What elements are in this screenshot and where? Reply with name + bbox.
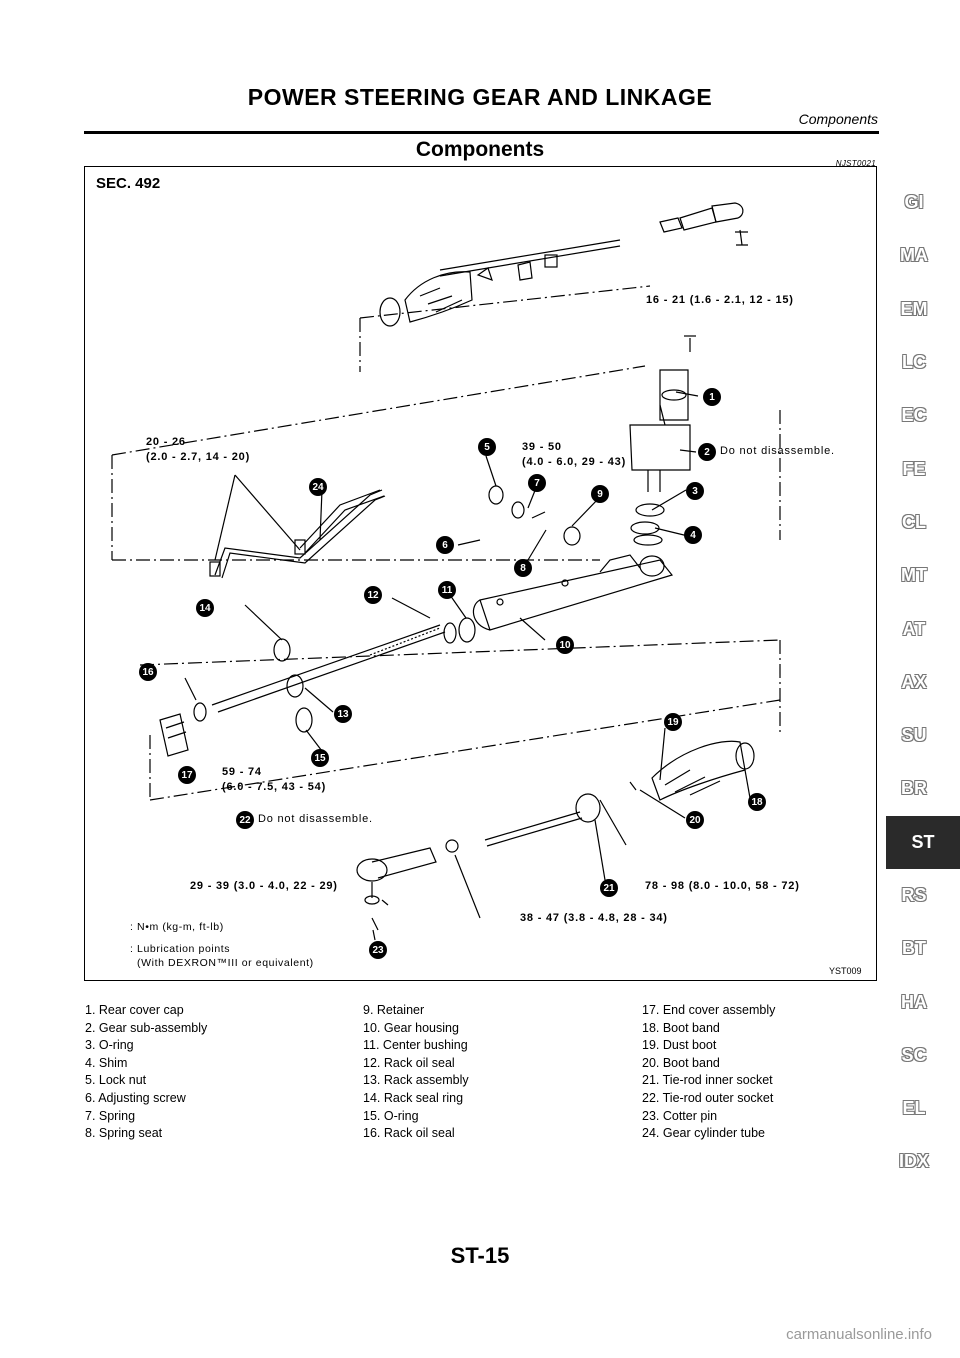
part-item: 8. Spring seat — [85, 1126, 163, 1141]
section-tab-lc[interactable]: LC — [902, 352, 926, 373]
part-item: 21. Tie-rod inner socket — [642, 1073, 773, 1088]
torque-gear-bolt: 16 - 21 (1.6 - 2.1, 12 - 15) — [646, 294, 794, 306]
parts-list-col-3: 17. End cover assembly 18. Boot band 19.… — [642, 1002, 775, 1143]
legend-lubrication: : Lubrication points (With DEXRON™III or… — [130, 943, 314, 969]
note-do-not-disassemble-gear: Do not disassemble. — [720, 445, 835, 457]
section-tab-idx[interactable]: IDX — [898, 1151, 929, 1172]
callout-12: 12 — [364, 586, 382, 604]
torque-lock-nut: 39 - 50 (4.0 - 6.0, 29 - 43) — [522, 441, 627, 468]
callout-17: 17 — [178, 766, 196, 784]
part-item: 12. Rack oil seal — [363, 1055, 455, 1070]
parts-list-col-2: 9. Retainer 10. Gear housing 11. Center … — [363, 1002, 469, 1143]
figure-id: YST009 — [829, 966, 862, 976]
part-item: 20. Boot band — [642, 1055, 720, 1070]
callout-13: 13 — [334, 705, 352, 723]
part-item: 13. Rack assembly — [363, 1073, 469, 1088]
part-item: 23. Cotter pin — [642, 1108, 718, 1123]
parts-list-col-1: 1. Rear cover cap 2. Gear sub-assembly 3… — [85, 1002, 207, 1143]
part-item: 10. Gear housing — [363, 1020, 459, 1035]
section-tab-ax[interactable]: AX — [901, 671, 927, 692]
header-subtitle: Components — [798, 111, 878, 127]
section-code: NJST0021 — [835, 159, 876, 168]
part-item: 4. Shim — [85, 1055, 128, 1070]
part-item: 24. Gear cylinder tube — [642, 1126, 765, 1141]
callout-11: 11 — [438, 581, 456, 599]
section-tab-su[interactable]: SU — [901, 725, 927, 746]
callout-24: 24 — [309, 478, 327, 496]
callout-21: 21 — [600, 879, 618, 897]
section-tab-sc[interactable]: SC — [901, 1044, 927, 1065]
section-tab-ha[interactable]: HA — [901, 991, 927, 1012]
torque-outer-socket: 29 - 39 (3.0 - 4.0, 22 - 29) — [190, 880, 338, 892]
part-item: 5. Lock nut — [85, 1073, 147, 1088]
section-number: SEC. 492 — [96, 175, 161, 192]
section-tab-rs[interactable]: RS — [901, 885, 927, 905]
callout-6: 6 — [436, 536, 454, 554]
header-title: POWER STEERING GEAR AND LINKAGE — [247, 84, 713, 110]
part-item: 14. Rack seal ring — [363, 1090, 464, 1105]
part-item: 1. Rear cover cap — [85, 1003, 184, 1017]
callout-19: 19 — [664, 713, 682, 731]
callout-1: 1 — [703, 388, 721, 406]
callout-4: 4 — [684, 526, 702, 544]
section-tab-fe[interactable]: FE — [902, 458, 926, 479]
callout-20: 20 — [686, 811, 704, 829]
page-number: ST-15 — [450, 1243, 510, 1268]
part-item: 18. Boot band — [642, 1020, 720, 1035]
part-item: 16. Rack oil seal — [363, 1126, 455, 1141]
callout-8: 8 — [514, 559, 532, 577]
callout-22: 22 — [236, 811, 254, 829]
section-tab-cl[interactable]: CL — [902, 511, 926, 532]
part-item: 17. End cover assembly — [642, 1003, 776, 1017]
torque-cylinder-tube: 20 - 26 (2.0 - 2.7, 14 - 20) — [146, 436, 251, 463]
callout-10: 10 — [556, 636, 574, 654]
callout-18: 18 — [748, 793, 766, 811]
figure-frame — [84, 166, 877, 981]
section-tab-el[interactable]: EL — [902, 1098, 926, 1119]
section-tab-st[interactable]: ST — [886, 815, 960, 869]
header-rule — [84, 131, 879, 134]
section-tab-ec[interactable]: EC — [901, 405, 927, 426]
part-item: 6. Adjusting screw — [85, 1090, 186, 1105]
section-tab-bt[interactable]: BT — [902, 938, 926, 959]
callout-3: 3 — [686, 482, 704, 500]
section-tab-index: GI MA EM LC EC FE CL MT AT AX SU BR ST R… — [886, 176, 960, 1189]
legend-torque-unit: : N•m (kg-m, ft-lb) — [130, 921, 224, 933]
callout-7: 7 — [528, 474, 546, 492]
part-item: 15. O-ring — [363, 1108, 419, 1123]
torque-end-cover: 59 - 74 (6.0 - 7.5, 43 - 54) — [222, 766, 327, 793]
section-tab-br[interactable]: BR — [901, 778, 927, 799]
callout-23: 23 — [369, 941, 387, 959]
section-tab-at[interactable]: AT — [902, 618, 926, 639]
note-do-not-disassemble-outer: Do not disassemble. — [258, 813, 373, 825]
callout-16: 16 — [139, 663, 157, 681]
section-tab-em[interactable]: EM — [900, 298, 928, 319]
callout-9: 9 — [591, 485, 609, 503]
part-item: 11. Center bushing — [363, 1038, 468, 1053]
torque-inner-socket: 78 - 98 (8.0 - 10.0, 58 - 72) — [645, 880, 800, 892]
section-tab-gi[interactable]: GI — [904, 192, 924, 213]
part-item: 7. Spring — [85, 1108, 136, 1123]
watermark: carmanualsonline.info — [786, 1326, 932, 1343]
part-item: 22. Tie-rod outer socket — [642, 1090, 774, 1105]
part-item: 9. Retainer — [363, 1003, 425, 1017]
part-item: 19. Dust boot — [642, 1038, 717, 1053]
section-title: Components — [415, 138, 545, 161]
section-tab-mt[interactable]: MT — [901, 565, 927, 586]
section-tab-ma[interactable]: MA — [900, 245, 928, 266]
part-item: 3. O-ring — [85, 1038, 134, 1053]
callout-5: 5 — [478, 438, 496, 456]
callout-2: 2 — [698, 443, 716, 461]
part-item: 2. Gear sub-assembly — [85, 1020, 208, 1035]
callout-14: 14 — [196, 599, 214, 617]
callout-15: 15 — [311, 749, 329, 767]
torque-nut: 38 - 47 (3.8 - 4.8, 28 - 34) — [520, 912, 668, 924]
